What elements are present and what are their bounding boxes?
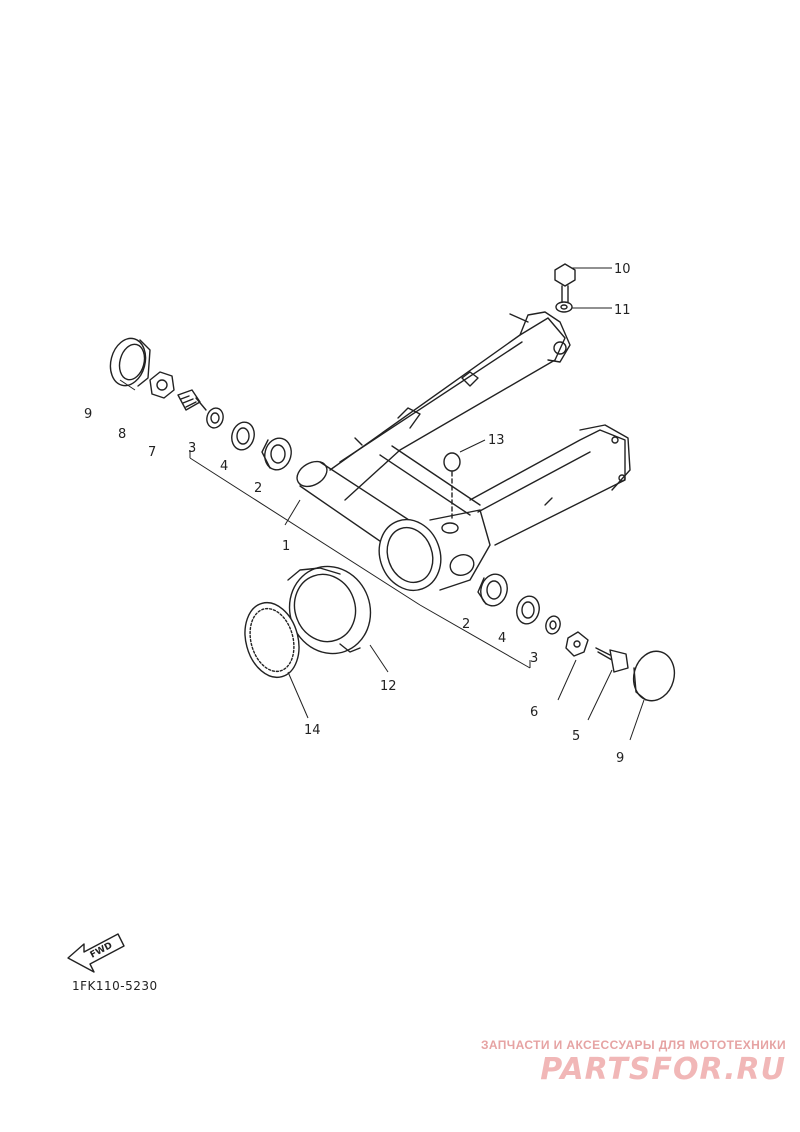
callout-8: 8 <box>118 427 126 442</box>
cap-9-right <box>632 650 676 702</box>
callout-2-lower: 2 <box>462 617 470 632</box>
bolt-10 <box>554 263 576 303</box>
watermark-logo: PARTSFOR.RU <box>540 1052 786 1087</box>
callout-12: 12 <box>380 679 397 694</box>
bolt-5 <box>595 647 629 673</box>
callout-5: 5 <box>572 729 580 744</box>
washer-11-hole <box>560 304 568 310</box>
callout-10: 10 <box>614 262 631 277</box>
plate-6 <box>565 631 589 657</box>
callout-13: 13 <box>488 433 505 448</box>
boot-12 <box>287 565 372 655</box>
fwd-arrow: FWD <box>67 933 125 973</box>
seal-3-lower-bore <box>549 620 557 630</box>
leader-lines <box>119 267 645 741</box>
callout-2-upper: 2 <box>254 481 262 496</box>
plate-6-hole <box>573 640 581 648</box>
cap-9-left <box>109 337 151 387</box>
callout-4-lower: 4 <box>498 631 506 646</box>
callout-6: 6 <box>530 705 538 720</box>
callout-3-upper: 3 <box>188 441 196 456</box>
bearing-4-lower-race <box>521 601 535 619</box>
swingarm <box>296 311 631 592</box>
seal-3-lower <box>545 615 561 635</box>
bearing-2-lower <box>477 573 508 607</box>
ring-14 <box>244 601 300 679</box>
bearing-4-lower <box>516 595 540 625</box>
callout-9-right: 9 <box>616 751 624 766</box>
callout-11: 11 <box>614 303 631 318</box>
watermark-tagline: ЗАПЧАСТИ И АКСЕССУАРЫ ДЛЯ МОТОТЕХНИКИ <box>480 1038 786 1052</box>
washer-11 <box>555 301 573 313</box>
callout-labels: 1 2 2 3 3 4 4 5 6 7 8 9 9 10 11 12 13 14 <box>84 262 631 766</box>
callout-1: 1 <box>282 539 290 554</box>
bearing-4-upper <box>231 421 255 451</box>
figure-code: 1FK110-5230 <box>72 979 158 993</box>
seal-3-upper-bore <box>210 412 220 424</box>
callout-4-upper: 4 <box>220 459 228 474</box>
callout-7: 7 <box>148 445 156 460</box>
nipple-13 <box>443 452 461 521</box>
nut-8 <box>149 371 175 399</box>
bolt-7 <box>177 389 207 411</box>
callout-3-lower: 3 <box>530 651 538 666</box>
bearing-4-upper-race <box>236 427 250 445</box>
callout-9-left: 9 <box>84 407 92 422</box>
seal-3-upper <box>206 407 224 429</box>
callout-14: 14 <box>304 723 321 738</box>
bearing-2-upper <box>261 437 292 471</box>
